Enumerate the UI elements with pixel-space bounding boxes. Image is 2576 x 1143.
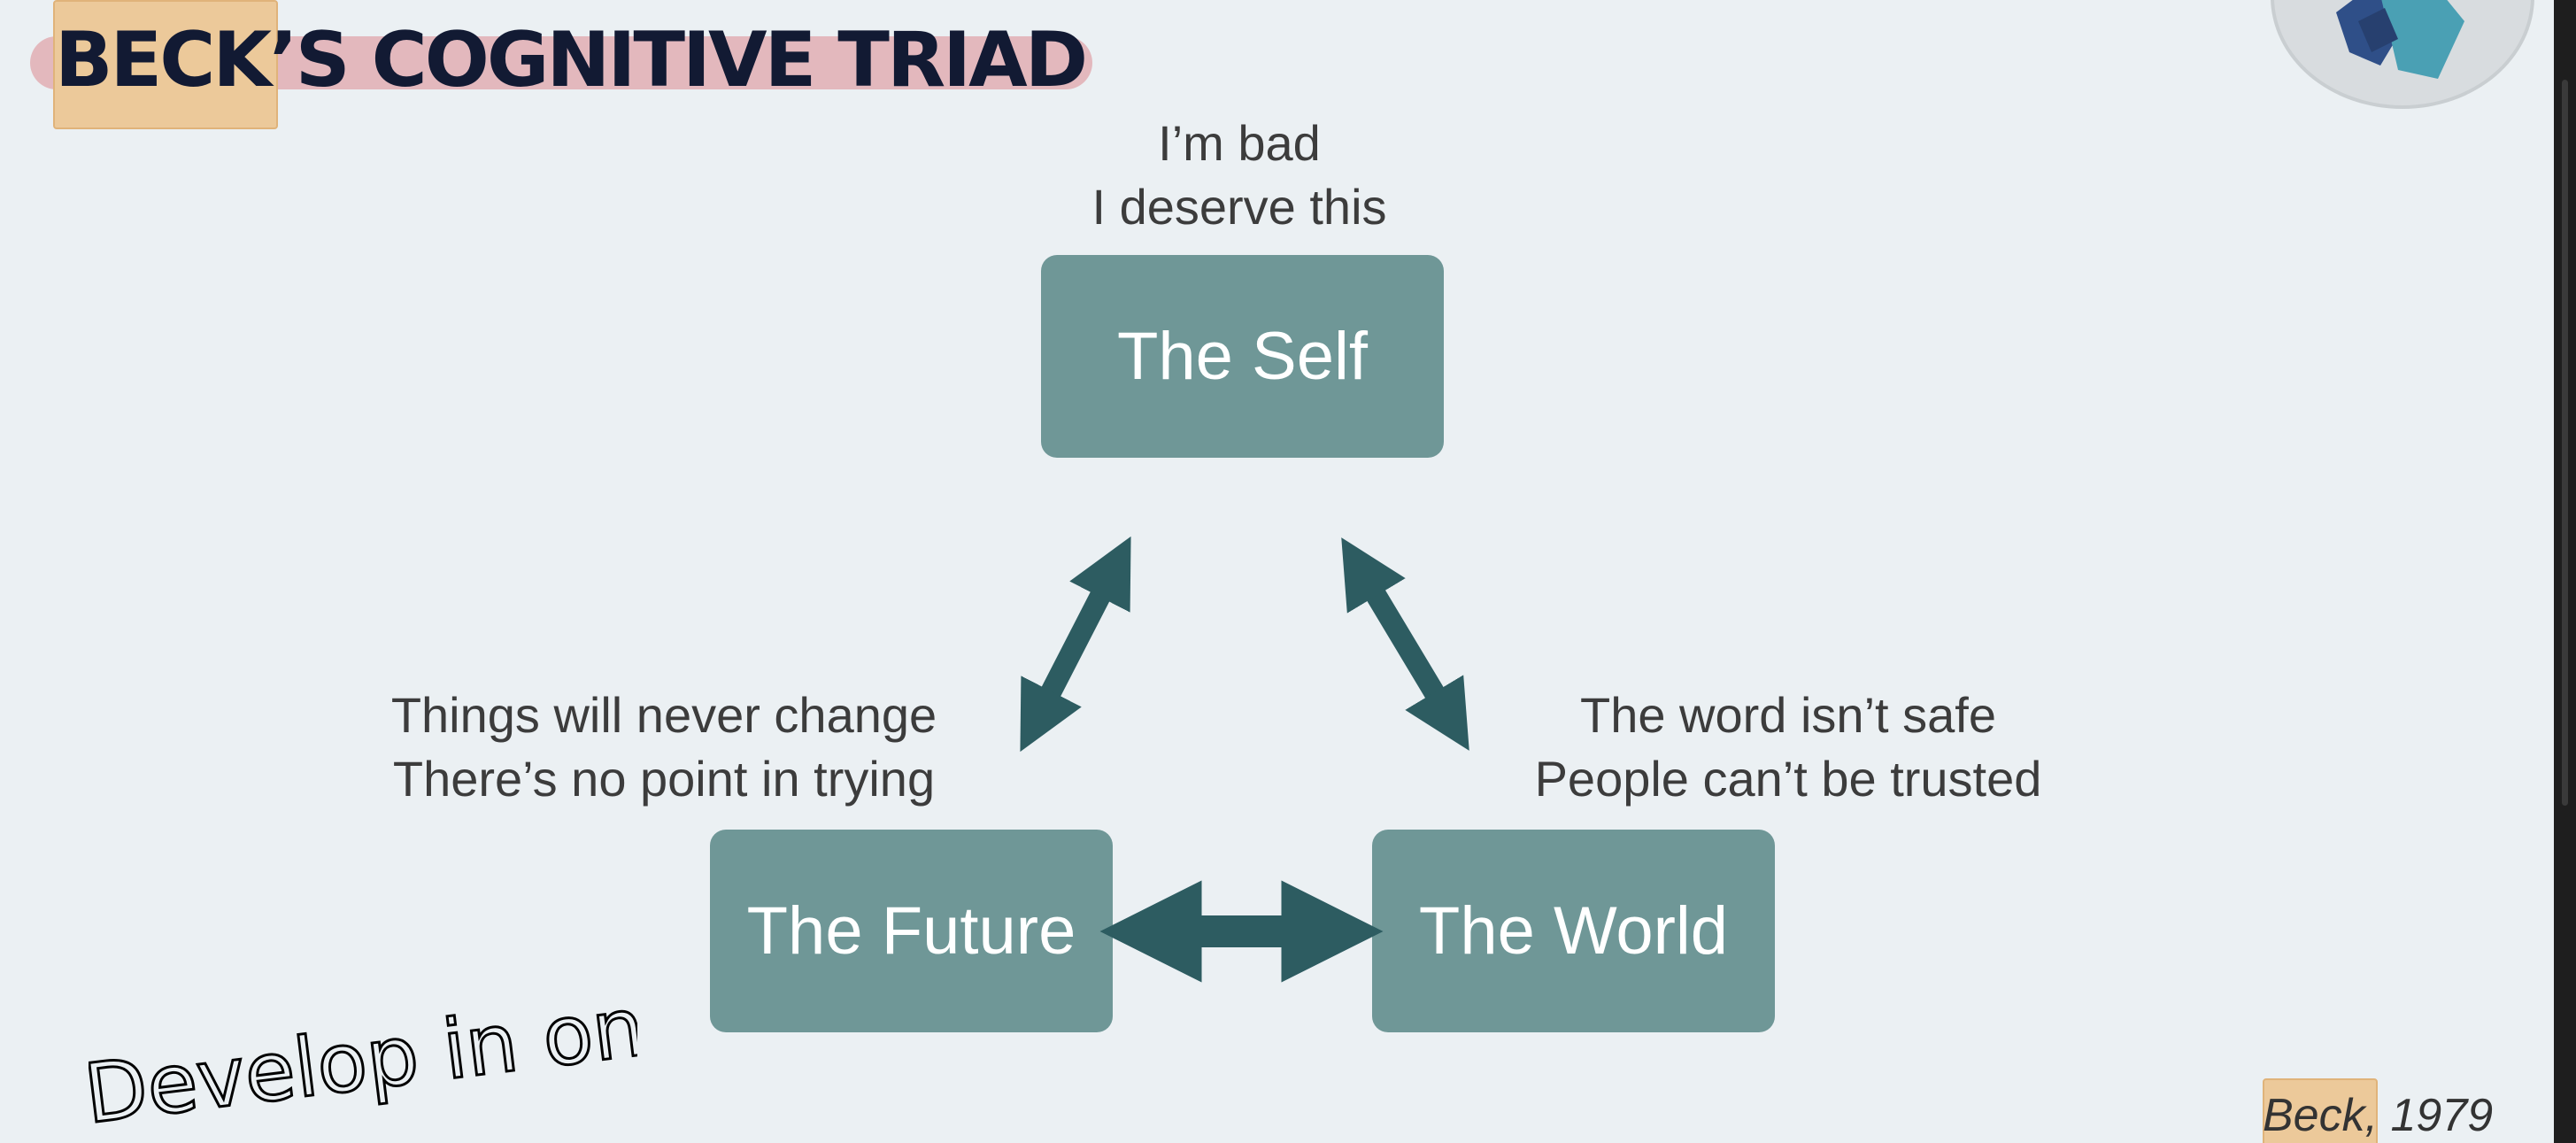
self-caption-line-2: I deserve this [1091, 179, 1387, 235]
citation: Beck, 1979 [2263, 1078, 2494, 1143]
node-self: The Self [1041, 255, 1444, 458]
scrollbar[interactable] [2554, 0, 2576, 1143]
future-caption: Things will never change There’s no poin… [336, 683, 991, 811]
self-caption-line-1: I’m bad [1158, 115, 1321, 171]
future-caption-line-1: Things will never change [390, 687, 937, 743]
scrollbar-thumb[interactable] [2562, 80, 2568, 806]
future-caption-line-2: There’s no point in trying [392, 751, 936, 807]
title-marker-highlight [53, 0, 278, 129]
node-world: The World [1372, 830, 1775, 1032]
node-future: The Future [710, 830, 1113, 1032]
citation-year: , 1979 [2364, 1090, 2494, 1141]
world-caption-line-1: The word isn’t safe [1580, 687, 1996, 743]
handwritten-note-text: Develop in onion [89, 1009, 637, 1142]
citation-highlight [2263, 1078, 2378, 1143]
self-caption: I’m bad I deserve this [1027, 112, 1452, 239]
citation-author: Beck [2263, 1090, 2365, 1141]
slide-title: BECK’S COGNITIVE TRIAD [55, 16, 1088, 104]
handwritten-annotation: Develop in onion [89, 1009, 637, 1143]
world-caption: The word isn’t safe People can’t be trus… [1469, 683, 2107, 811]
double-arrow-icon [1020, 536, 1131, 753]
world-caption-line-2: People can’t be trusted [1534, 751, 2042, 807]
double-arrow-icon [1341, 537, 1469, 751]
